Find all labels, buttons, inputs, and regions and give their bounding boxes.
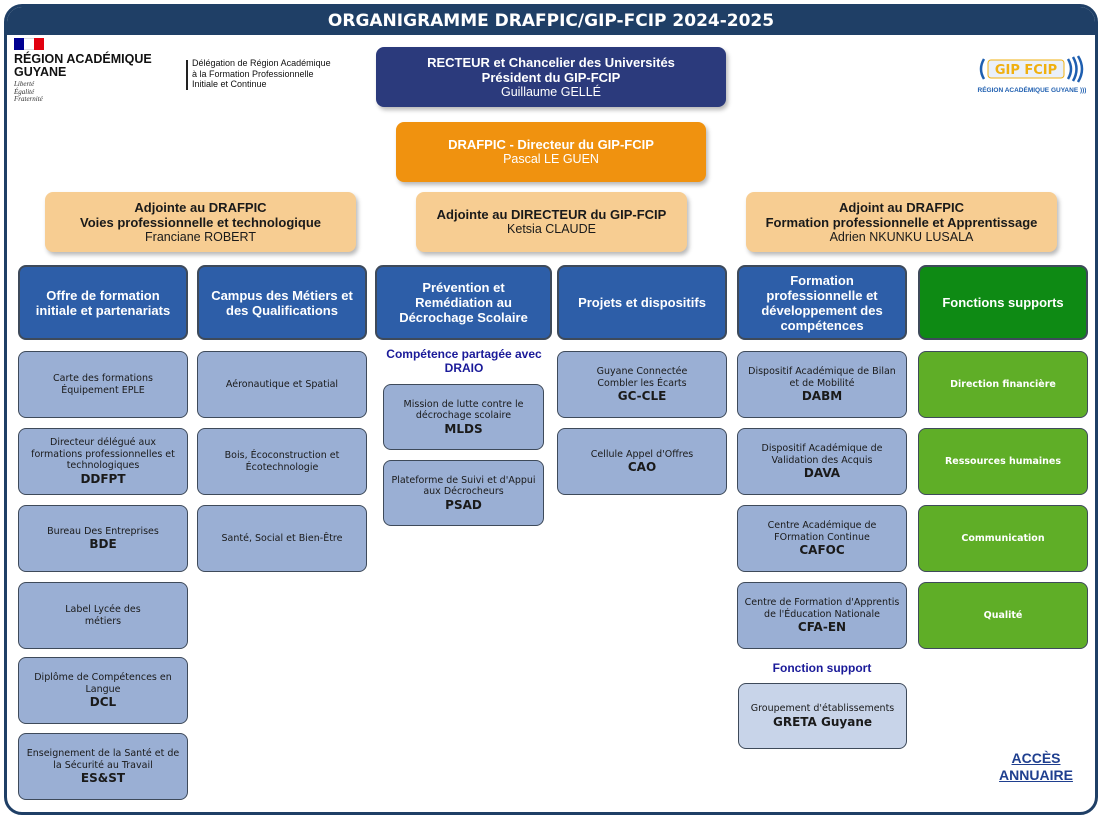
dept-fonctions-supports[interactable]: Fonctions supports xyxy=(918,265,1088,340)
service-dabm[interactable]: Dispositif Académique de Bilan et de Mob… xyxy=(737,351,907,418)
gip-fcip-logo: GIP FCIP RÉGION ACADÉMIQUE GUYANE ))) xyxy=(976,55,1086,100)
republic-motto: Liberté Égalité Fraternité xyxy=(14,80,43,103)
dept-offre-formation[interactable]: Offre de formation initiale et partenari… xyxy=(18,265,188,340)
service-psad[interactable]: Plateforme de Suivi et d'Appui aux Décro… xyxy=(383,460,544,526)
shared-competence-note: Compétence partagée avec DRAIO xyxy=(386,347,542,375)
acces-annuaire-link[interactable]: ACCÈS ANNUAIRE xyxy=(999,750,1073,783)
support-direction-financiere[interactable]: Direction financière xyxy=(918,351,1088,418)
dept-formation-professionnelle[interactable]: Formation professionnelle et développeme… xyxy=(737,265,907,340)
service-carte-formations[interactable]: Carte des formations Équipement EPLE xyxy=(18,351,188,418)
service-cafoc[interactable]: Centre Académique de FOrmation Continue … xyxy=(737,505,907,572)
dept-prevention-decrochage[interactable]: Prévention et Remédiation au Décrochage … xyxy=(375,265,552,340)
logo-divider xyxy=(186,60,188,90)
page-title: ORGANIGRAMME DRAFPIC/GIP-FCIP 2024-2025 xyxy=(7,7,1095,35)
service-cao[interactable]: Cellule Appel d'Offres CAO xyxy=(557,428,727,495)
dept-projets-dispositifs[interactable]: Projets et dispositifs xyxy=(557,265,727,340)
support-communication[interactable]: Communication xyxy=(918,505,1088,572)
service-greta[interactable]: Groupement d'établissements GRETA Guyane xyxy=(738,683,907,749)
service-ddfpt[interactable]: Directeur délégué aux formations profess… xyxy=(18,428,188,495)
fonction-support-note: Fonction support xyxy=(772,661,872,675)
service-esst[interactable]: Enseignement de la Santé et de la Sécuri… xyxy=(18,733,188,800)
recteur-box: RECTEUR et Chancelier des Universités Pr… xyxy=(376,47,726,107)
service-cfa-en[interactable]: Centre de Formation d'Apprentis de l'Édu… xyxy=(737,582,907,649)
service-bde[interactable]: Bureau Des Entreprises BDE xyxy=(18,505,188,572)
french-flag-icon xyxy=(14,38,44,50)
region-academique-logo: RÉGION ACADÉMIQUE GUYANE Liberté Égalité… xyxy=(14,38,174,113)
campus-sante[interactable]: Santé, Social et Bien-Être xyxy=(197,505,367,572)
service-dcl[interactable]: Diplôme de Compétences en Langue DCL xyxy=(18,657,188,724)
support-ressources-humaines[interactable]: Ressources humaines xyxy=(918,428,1088,495)
campus-aeronautique[interactable]: Aéronautique et Spatial xyxy=(197,351,367,418)
dept-campus-metiers[interactable]: Campus des Métiers et des Qualifications xyxy=(197,265,367,340)
svg-text:RÉGION ACADÉMIQUE GUYANE ))): RÉGION ACADÉMIQUE GUYANE ))) xyxy=(978,85,1086,94)
adjointe-voies-pro-box: Adjointe au DRAFPIC Voies professionnell… xyxy=(45,192,356,252)
adjoint-formation-pro-box: Adjoint au DRAFPIC Formation professionn… xyxy=(746,192,1057,252)
drafpic-director-box: DRAFPIC - Directeur du GIP-FCIP Pascal L… xyxy=(396,122,706,182)
support-qualite[interactable]: Qualité xyxy=(918,582,1088,649)
service-mlds[interactable]: Mission de lutte contre le décrochage sc… xyxy=(383,384,544,450)
delegation-label: Délégation de Région Académique à la For… xyxy=(192,58,331,89)
svg-text:GIP FCIP: GIP FCIP xyxy=(995,63,1057,78)
gip-fcip-logo-icon: GIP FCIP RÉGION ACADÉMIQUE GUYANE ))) xyxy=(978,55,1086,94)
service-label-lycee[interactable]: Label Lycée des métiers xyxy=(18,582,188,649)
region-name: RÉGION ACADÉMIQUE GUYANE xyxy=(14,52,152,79)
adjointe-directeur-box: Adjointe au DIRECTEUR du GIP-FCIP Ketsia… xyxy=(416,192,687,252)
campus-bois[interactable]: Bois, Écoconstruction et Écotechnologie xyxy=(197,428,367,495)
service-gc-cle[interactable]: Guyane Connectée Combler les Écarts GC-C… xyxy=(557,351,727,418)
service-dava[interactable]: Dispositif Académique de Validation des … xyxy=(737,428,907,495)
